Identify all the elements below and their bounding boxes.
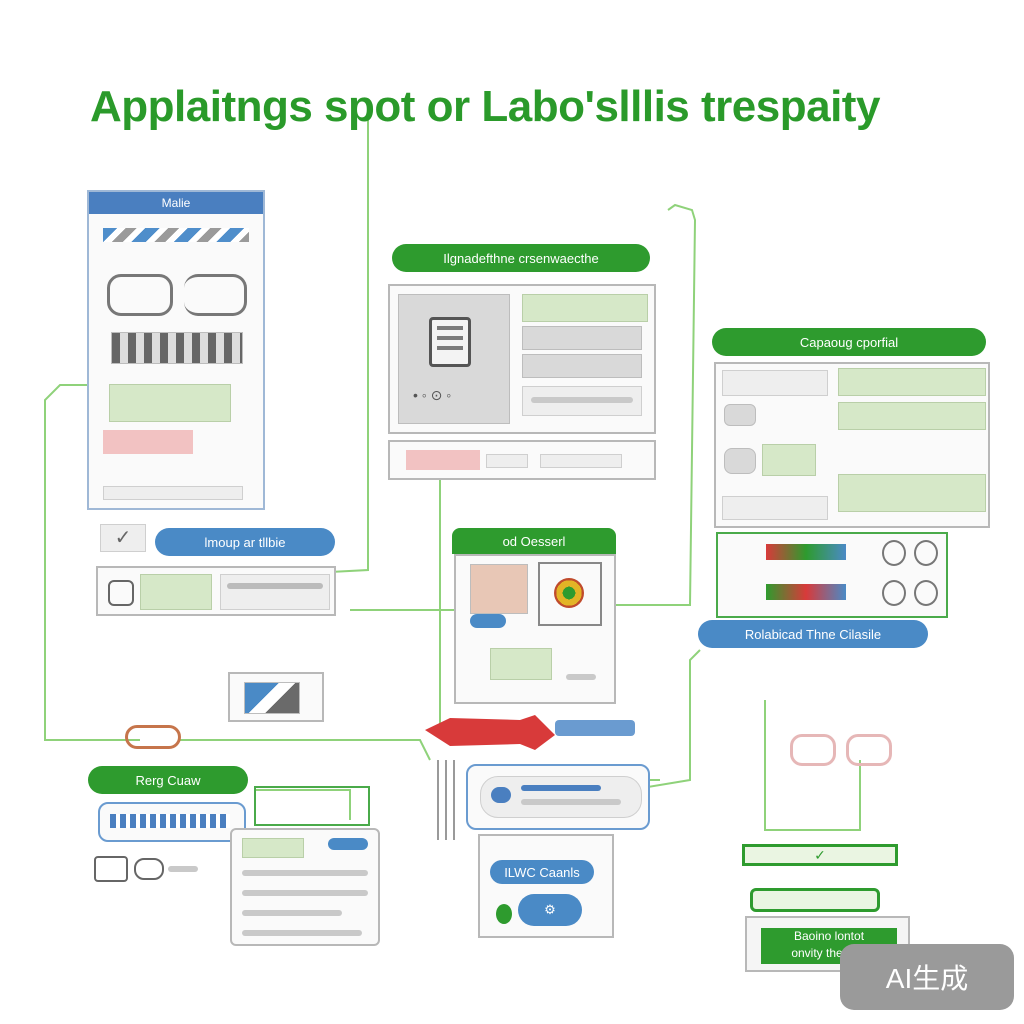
bottom-left-tab: Rerg Cuaw: [88, 766, 248, 794]
center-box: [454, 554, 616, 704]
center-box-tab: od Oesserl: [452, 528, 616, 554]
clipboard-icon: [429, 317, 471, 367]
left-mid-panel: [96, 566, 336, 616]
green-slider-2: [750, 888, 880, 912]
glasses-icon: [790, 730, 892, 766]
bottom-center-panel: ILWC Caanls ⚙: [478, 834, 614, 938]
data-bar-1: [522, 294, 648, 322]
device-area: • ◦ ⊙ ◦: [398, 294, 510, 424]
bottom-left-icons: [88, 850, 208, 886]
left-top-panel: Malie: [87, 190, 265, 510]
right-icon-2: [762, 444, 816, 476]
right-panel: [714, 362, 990, 528]
striped-bar: [103, 228, 249, 242]
right-row-3: [838, 474, 986, 512]
right-pill: Capaoug cporfial: [712, 328, 986, 356]
red-arrow: [425, 715, 635, 750]
bottom-left-frame: [254, 786, 370, 826]
toggle-control: ⚙: [518, 894, 582, 926]
left-blue-pill: lmoup ar tllbie: [155, 528, 335, 556]
rounded-frame-right: [184, 274, 247, 316]
right-control-box: [716, 532, 948, 618]
leaf-icon: [496, 904, 512, 924]
diagram-title: Applaitngs spot or Labo'slllis trespaity: [90, 82, 880, 131]
icon-row: [111, 332, 243, 364]
center-panel: • ◦ ⊙ ◦: [388, 284, 656, 434]
dots-icon: • ◦ ⊙ ◦: [413, 387, 452, 403]
green-slider-1: ✓: [742, 844, 898, 866]
center-pill: Ilgnadefthne crsenwaecthe: [392, 244, 650, 272]
gray-bar: [103, 486, 243, 500]
right-blue-pill: Rolabicad Thne Cilasile: [698, 620, 928, 648]
rounded-frame-left: [107, 274, 173, 316]
green-module: [109, 384, 231, 422]
data-bar-3: [522, 354, 642, 378]
bottom-left-panel: [98, 802, 246, 842]
right-row-2: [838, 402, 986, 430]
chain-icon: [125, 725, 181, 749]
data-bar-4: [522, 386, 642, 416]
bottom-center-card: [466, 764, 650, 830]
right-row-4: [722, 496, 828, 520]
right-row-1b: [838, 368, 986, 396]
small-panel: [228, 672, 324, 722]
right-icon-3: [724, 448, 756, 474]
bottom-center-pill: ILWC Caanls: [490, 860, 594, 884]
data-bar-2: [522, 326, 642, 350]
ai-watermark: AI生成: [840, 944, 1014, 1010]
right-row-1: [722, 370, 828, 396]
check-box: ✓: [100, 524, 146, 552]
right-icon-1: [724, 404, 756, 426]
center-lower-bar: [388, 440, 656, 480]
pink-bar: [103, 430, 193, 454]
bottom-list-panel: [230, 828, 380, 946]
left-header: Malie: [89, 192, 263, 214]
